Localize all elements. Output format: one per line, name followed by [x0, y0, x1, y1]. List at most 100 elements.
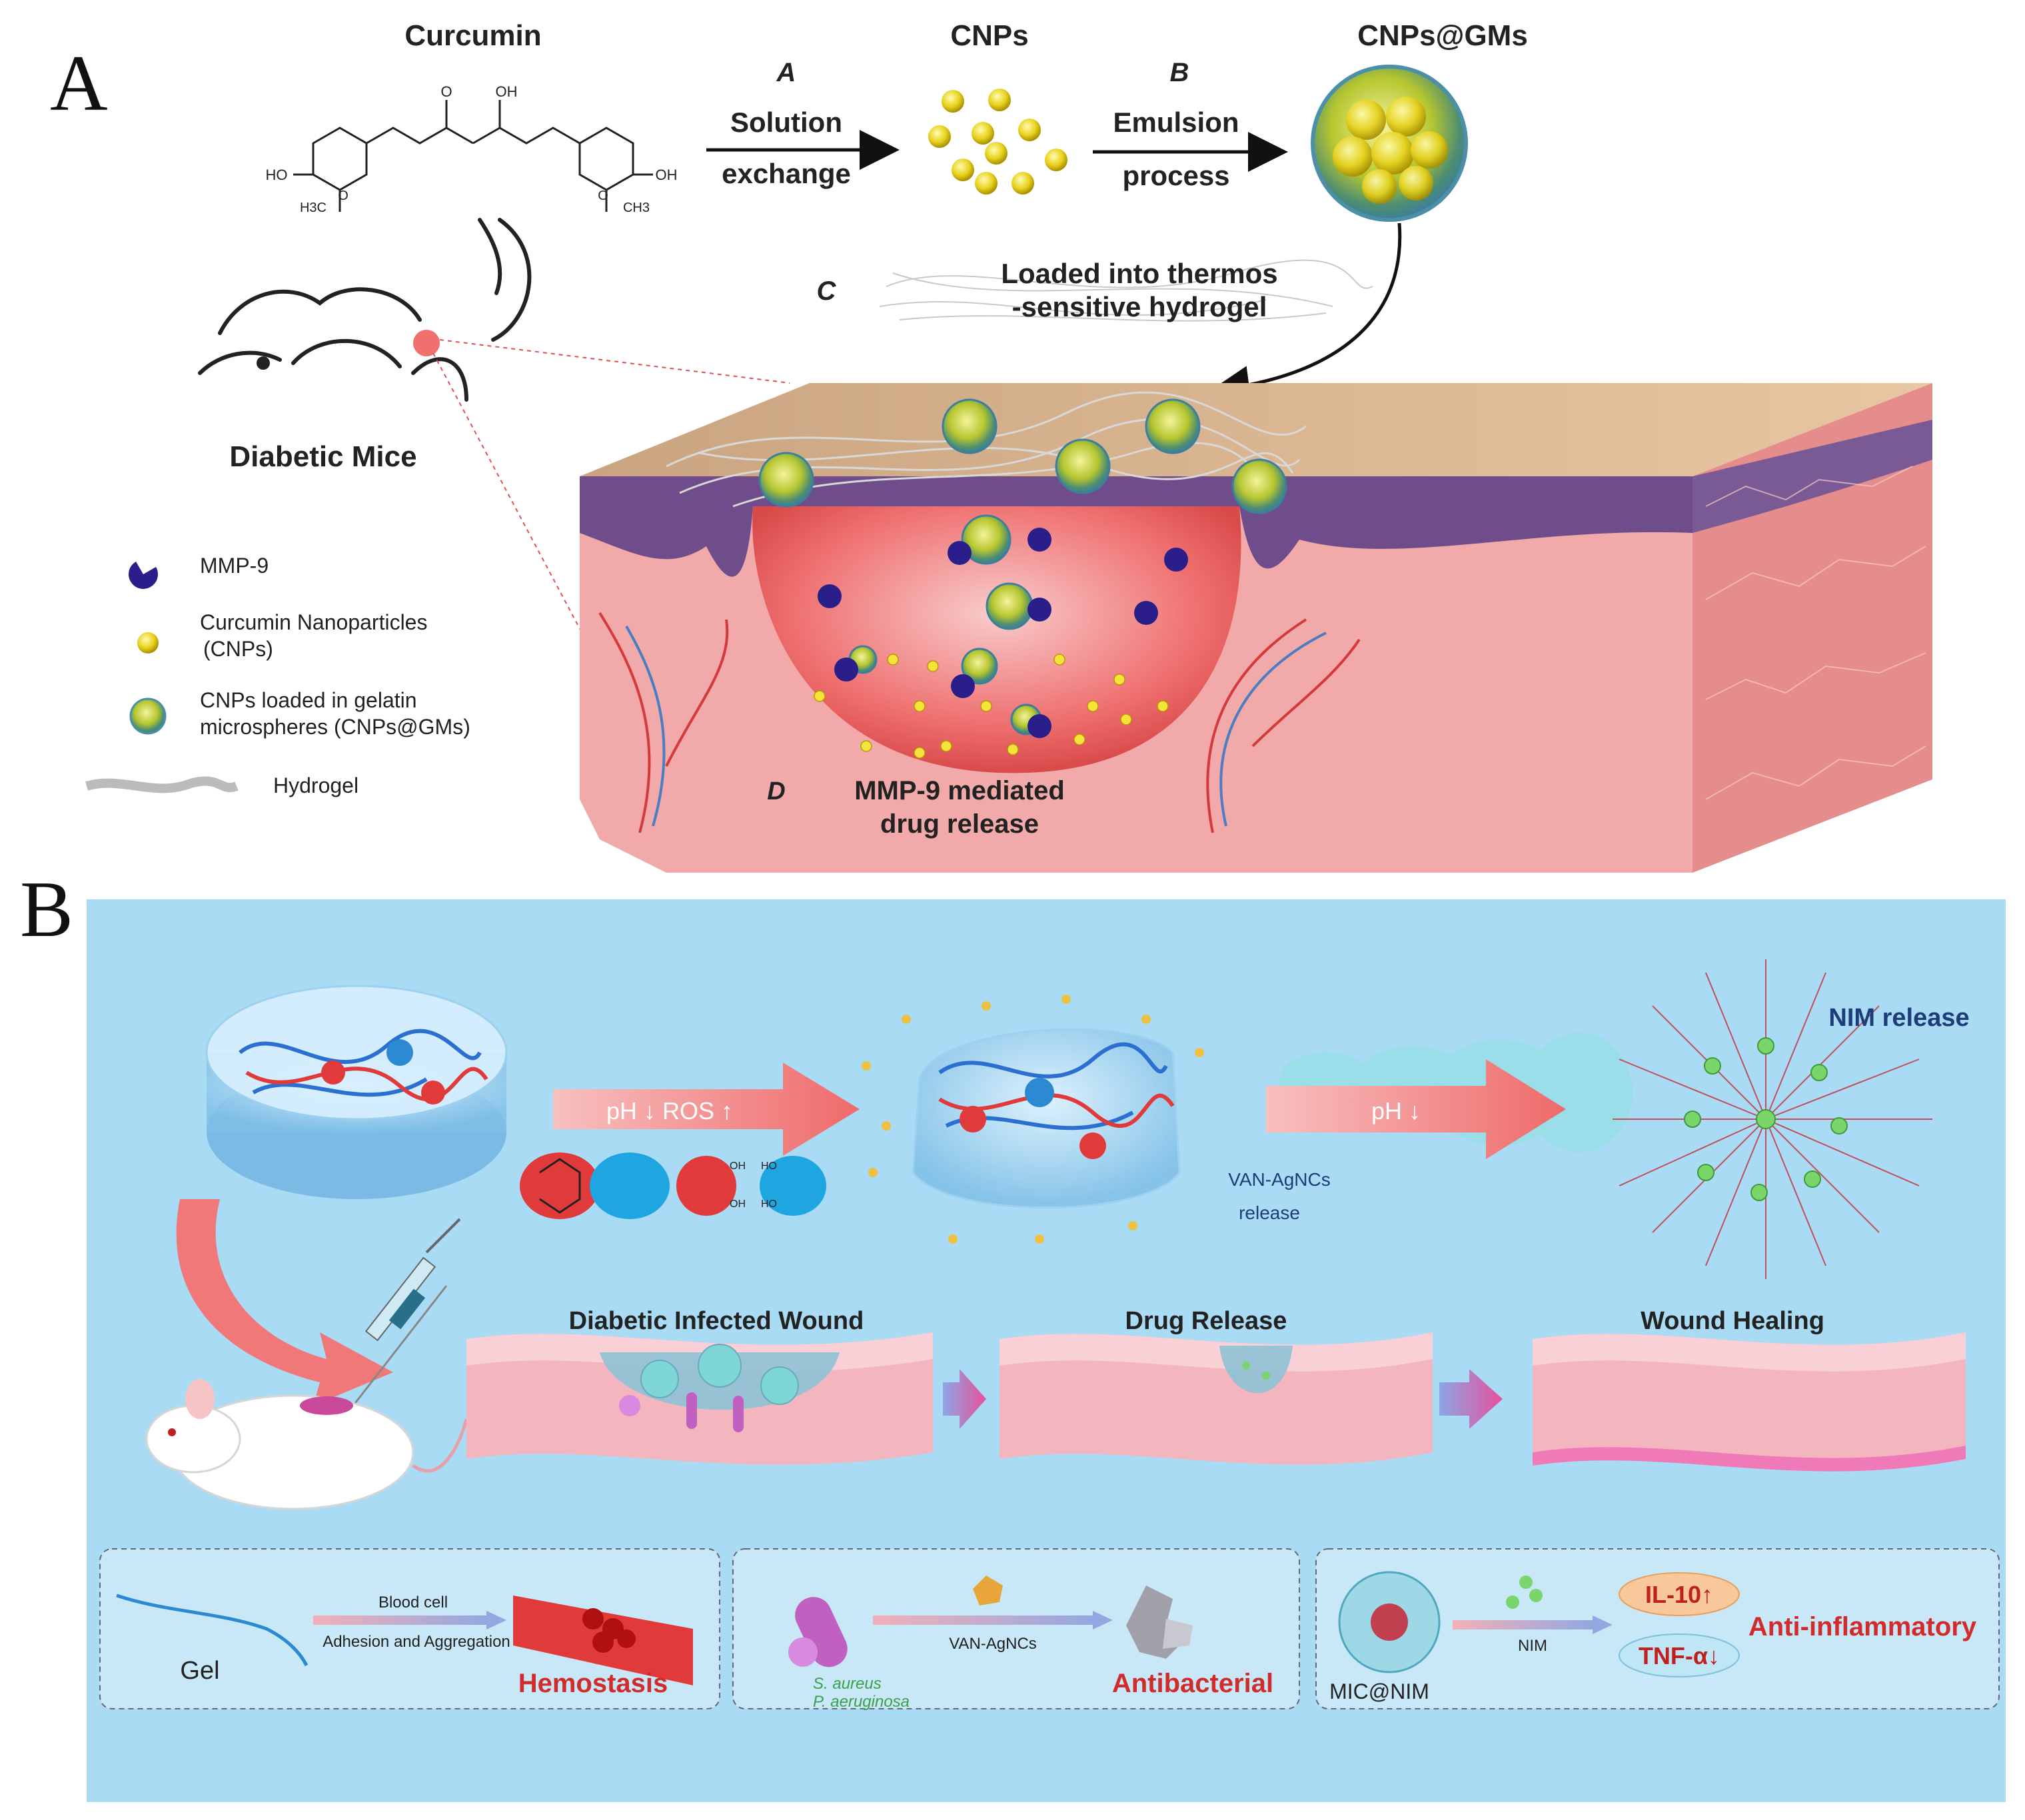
step-c-label: C: [817, 276, 837, 306]
arrow-stage-1-2: [943, 1369, 986, 1429]
cnp-cluster: [928, 89, 1067, 195]
bond-ho1: HO: [761, 1160, 777, 1172]
anti-inflammatory-arrow-head: [1593, 1615, 1613, 1634]
mic-nim-core: [1371, 1603, 1408, 1641]
step-b-label: B: [1170, 58, 1189, 87]
mmp9-enzymes: [818, 528, 1188, 738]
chem-o-left: O: [338, 189, 348, 203]
step-a-label: A: [776, 58, 796, 87]
step-b-line1: Emulsion: [1113, 107, 1239, 138]
bacteria-icon: [788, 1597, 848, 1667]
van-release-line2: release: [1239, 1202, 1300, 1223]
zoom-line-top: [439, 339, 790, 384]
arrow-to-rat: [176, 1199, 393, 1406]
dead-bacteria-icon: [1126, 1586, 1193, 1659]
il10-pill: [1619, 1572, 1740, 1616]
step-d-label: D: [767, 777, 785, 805]
gel-fiber: [116, 1593, 309, 1667]
hemostasis-arrow-line1: Blood cell: [378, 1593, 448, 1611]
skin-block-drug-release: [1000, 1332, 1433, 1465]
panel-a-letter: A: [50, 39, 108, 127]
chem-o-right: O: [598, 189, 608, 203]
stage-diabetic-infected-wound: Diabetic Infected Wound: [569, 1307, 864, 1335]
rat-illustration: [145, 1379, 468, 1510]
chem-oh-right: OH: [656, 167, 678, 183]
legend-mmp9: MMP-9: [200, 554, 269, 578]
arrow-ph-ros-label: pH ↓ ROS ↑: [606, 1097, 733, 1125]
anti-inflammatory-label: Anti-inflammatory: [1748, 1612, 1977, 1641]
blood-vessel: [513, 1595, 693, 1685]
box-hemostasis: [99, 1548, 720, 1709]
anti-inflammatory-arrow: [1453, 1620, 1593, 1629]
microsphere-inner: [1333, 97, 1448, 204]
injection-site: [413, 330, 440, 356]
van-release-line1: VAN-AgNCs: [1228, 1169, 1331, 1190]
skin-block: [580, 383, 1932, 873]
step-c-arrow: [1209, 223, 1402, 406]
mmp9-legend-icon: [129, 561, 158, 589]
zoom-line-bottom: [432, 352, 600, 667]
legend-gm-line2: microspheres (CNPs@GMs): [200, 715, 470, 739]
van-agnc-icon: [973, 1576, 1003, 1605]
stage-wound-healing: Wound Healing: [1641, 1307, 1824, 1335]
van-agncs-particles: [862, 995, 1204, 1244]
nim-molecules: [1684, 1037, 1848, 1201]
diabetic-mice-label: Diabetic Mice: [229, 440, 416, 473]
tnf-label: TNF-α↓: [1639, 1642, 1720, 1669]
cnps-gms-title: CNPs@GMs: [1357, 19, 1528, 52]
step-a-line2: exchange: [722, 158, 851, 189]
bacteria-label-2: P. aeruginosa: [813, 1693, 910, 1711]
arrow-ph-label: pH ↓: [1371, 1097, 1421, 1125]
cnp-legend-icon: [137, 632, 159, 654]
arrow-ph: [1266, 1059, 1566, 1159]
anti-inflammatory-arrow-label: NIM: [1518, 1637, 1547, 1655]
hydrogel-mesh: [879, 259, 1373, 322]
bond-ho2: HO: [761, 1198, 777, 1210]
step-c-line1: Loaded into thermos: [1001, 258, 1277, 289]
chem-oh: OH: [496, 83, 518, 100]
bond-oh2: OH: [730, 1198, 746, 1210]
il10-label: IL-10↑: [1645, 1581, 1713, 1608]
skin-block-healed: [1533, 1332, 1966, 1472]
step-b-line2: process: [1122, 160, 1229, 191]
step-a-line1: Solution: [730, 107, 842, 138]
hydrogel-dish-1: [205, 985, 508, 1199]
stage-drug-release: Drug Release: [1125, 1307, 1287, 1335]
hydrogel-legend-icon: [85, 776, 239, 793]
bacteria-label-1: S. aureus: [813, 1675, 882, 1693]
bond-oh1: OH: [730, 1160, 746, 1172]
hemostasis-arrow-head: [486, 1611, 506, 1629]
arrow-stage-2-3: [1439, 1369, 1503, 1429]
nim-release-label: NIM release: [1828, 1004, 1969, 1032]
mic-nim-label: MIC@NIM: [1329, 1679, 1429, 1703]
antibacterial-arrow-label: VAN-AgNCs: [949, 1635, 1037, 1653]
step-c-line2: -sensitive hydrogel: [1012, 291, 1267, 322]
hemostasis-arrow: [313, 1615, 486, 1625]
arrow-ph-ros: [553, 1063, 860, 1156]
curcumin-title: Curcumin: [404, 19, 541, 52]
step-d-line1: MMP-9 mediated: [854, 776, 1065, 805]
hydrogel-dish-2: [912, 1028, 1181, 1208]
chem-h3c: H3C: [300, 201, 327, 215]
boronate-bond: [520, 1152, 826, 1219]
antibacterial-arrow: [873, 1615, 1093, 1625]
wound-microspheres: [758, 398, 1287, 735]
legend-hydrogel: Hydrogel: [273, 773, 358, 797]
cnps-title: CNPs: [950, 19, 1028, 52]
legend-cnp-line1: Curcumin Nanoparticles: [200, 610, 427, 634]
chem-ho-left: HO: [266, 167, 288, 183]
panel-b-letter: B: [20, 865, 73, 953]
diabetic-mouse-drawing: [198, 218, 532, 402]
antibacterial-label: Antibacterial: [1112, 1669, 1273, 1698]
hemostasis-arrow-line2: Adhesion and Aggregation: [323, 1633, 510, 1651]
gm-legend-icon: [129, 697, 167, 735]
hemostasis-label: Hemostasis: [518, 1669, 668, 1698]
box-antibacterial: [732, 1548, 1300, 1709]
legend: MMP-9 Curcumin Nanoparticles (CNPs) CNPs…: [85, 554, 470, 797]
skin-block-infected: [466, 1332, 933, 1465]
step-d-line2: drug release: [880, 809, 1039, 839]
legend-gm-line1: CNPs loaded in gelatin: [200, 688, 417, 712]
curcumin-structure: [293, 100, 653, 212]
legend-cnp-line2: (CNPs): [203, 637, 273, 661]
